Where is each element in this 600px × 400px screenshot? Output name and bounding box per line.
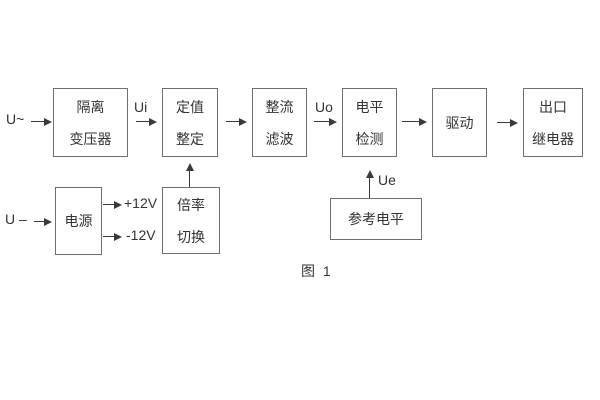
- block-output-relay: 出口 继电器: [523, 88, 583, 157]
- block-label-line: 出口: [539, 98, 567, 115]
- block-setting-adjust: 定值 整定: [162, 88, 218, 157]
- arrow-setting-to-rectifier: [226, 117, 247, 126]
- label-input-dc: U –: [5, 211, 27, 227]
- block-label-line: 滤波: [265, 130, 294, 147]
- arrow-shaft: [103, 235, 114, 238]
- arrow-shaft: [31, 120, 44, 123]
- arrow-shaft: [188, 171, 191, 187]
- arrow-shaft: [368, 178, 371, 198]
- arrow-drive-to-relay: [497, 118, 518, 127]
- block-label-line: 切换: [177, 228, 205, 245]
- arrow-transformer-to-setting: [136, 117, 157, 126]
- block-label-line: 电源: [64, 213, 93, 229]
- block-label-line: 隔离: [76, 98, 105, 115]
- block-reference-level: 参考电平: [330, 198, 422, 240]
- arrow-shaft: [314, 120, 329, 123]
- arrow-shaft: [34, 220, 44, 223]
- arrow-shaft: [497, 121, 510, 124]
- block-label-line: 驱动: [445, 114, 474, 131]
- arrow-ratio-to-setting: [185, 163, 194, 187]
- label-minus-12v: -12V: [126, 227, 156, 243]
- label-uo: Uo: [315, 99, 333, 115]
- arrow-level-to-drive: [402, 117, 427, 126]
- arrow-reference-to-level: [365, 170, 374, 198]
- block-label-line: 变压器: [69, 130, 112, 147]
- label-input-ac: U~: [6, 111, 25, 127]
- arrow-head: [510, 118, 518, 127]
- arrow-head: [329, 117, 337, 126]
- block-label-line: 继电器: [532, 130, 574, 147]
- block-ratio-switch: 倍率 切换: [162, 187, 220, 254]
- arrow-head: [149, 117, 157, 126]
- figure-caption: 图 1: [301, 263, 333, 279]
- arrow-shaft: [136, 120, 149, 123]
- arrow-rectifier-to-level: [314, 117, 337, 126]
- block-rectifier-filter: 整流 滤波: [252, 88, 307, 157]
- label-ui: Ui: [134, 99, 148, 115]
- arrow-head: [44, 117, 52, 126]
- label-ue: Ue: [378, 172, 396, 188]
- arrow-plus-12v: [103, 200, 122, 209]
- arrow-shaft: [226, 120, 239, 123]
- arrow-head: [114, 232, 122, 241]
- arrow-minus-12v: [103, 232, 122, 241]
- label-plus-12v: +12V: [124, 195, 158, 211]
- block-drive: 驱动: [432, 88, 487, 157]
- block-label-line: 倍率: [177, 196, 205, 213]
- arrow-head: [44, 217, 52, 226]
- block-power-supply: 电源: [55, 187, 102, 255]
- block-label-line: 整定: [176, 130, 204, 147]
- arrow-shaft: [103, 203, 114, 206]
- arrow-shaft: [402, 120, 419, 123]
- arrow-head: [419, 117, 427, 126]
- block-isolation-transformer: 隔离 变压器: [53, 88, 128, 157]
- block-level-detector: 电平 检测: [342, 88, 397, 157]
- block-label-line: 检测: [355, 130, 384, 147]
- block-label-line: 定值: [176, 98, 204, 115]
- arrow-dc-input: [34, 217, 52, 226]
- block-label-line: 电平: [355, 98, 384, 115]
- arrow-head: [365, 170, 374, 178]
- arrow-head: [239, 117, 247, 126]
- arrow-ac-input: [31, 117, 52, 126]
- arrow-head: [185, 163, 194, 171]
- arrow-head: [114, 200, 122, 209]
- block-label-line: 参考电平: [348, 211, 404, 227]
- block-label-line: 整流: [265, 98, 294, 115]
